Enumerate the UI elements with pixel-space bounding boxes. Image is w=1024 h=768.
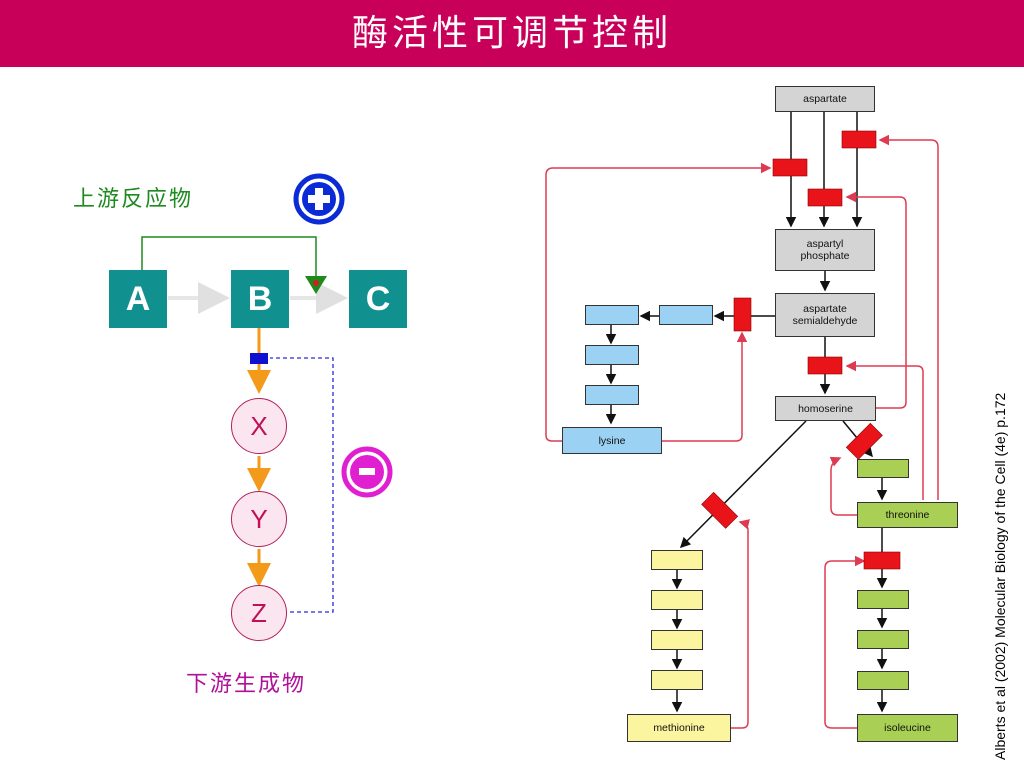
methionine-step-box [651,550,703,570]
downstream-label: 下游生成物 [186,672,307,697]
inhibited-enzyme-block [250,353,268,364]
citation: Alberts et al (2002) Molecular Biology o… [992,392,1008,760]
isoleucine-step-box [857,630,909,649]
lysine-step-box [585,305,639,325]
node-a: A [109,270,167,328]
aspartate-semialdehyde-line1: aspartate [803,303,847,315]
product-z: Z [231,585,287,641]
title-bar [0,0,1024,67]
homoserine-box: homoserine [775,396,876,421]
inhibitor-blocks [701,130,901,570]
feedback-dashed-line [270,357,334,613]
lysine-box: lysine [562,427,662,454]
methionine-step-box [651,670,703,690]
activation-line [141,236,317,278]
node-c: C [349,270,407,328]
aspartyl-phosphate-line1: aspartyl [806,238,844,250]
aspartate-semialdehyde-line2: semialdehyde [792,315,858,327]
lysine-step-box [585,385,639,405]
threonine-step-box [857,459,909,478]
methionine-step-box [651,590,703,610]
minus-icon [341,446,393,498]
aspartyl-phosphate-box: aspartyl phosphate [775,229,875,271]
isoleucine-box: isoleucine [857,714,958,742]
plus-icon [293,173,345,225]
isoleucine-step-box [857,671,909,690]
aspartyl-phosphate-line2: phosphate [800,250,850,262]
product-y: Y [231,491,287,547]
aspartate-semialdehyde-box: aspartate semialdehyde [775,293,875,337]
product-x: X [231,398,287,454]
lysine-step-box [585,345,639,365]
aspartate-box: aspartate [775,86,875,112]
lysine-step-box [659,305,713,325]
methionine-box: methionine [627,714,731,742]
upstream-label: 上游反应物 [73,187,194,212]
methionine-step-box [651,630,703,650]
isoleucine-step-box [857,590,909,609]
slide-title: 酶活性可调节控制 [351,13,672,54]
node-b: B [231,270,289,328]
threonine-box: threonine [857,502,958,528]
